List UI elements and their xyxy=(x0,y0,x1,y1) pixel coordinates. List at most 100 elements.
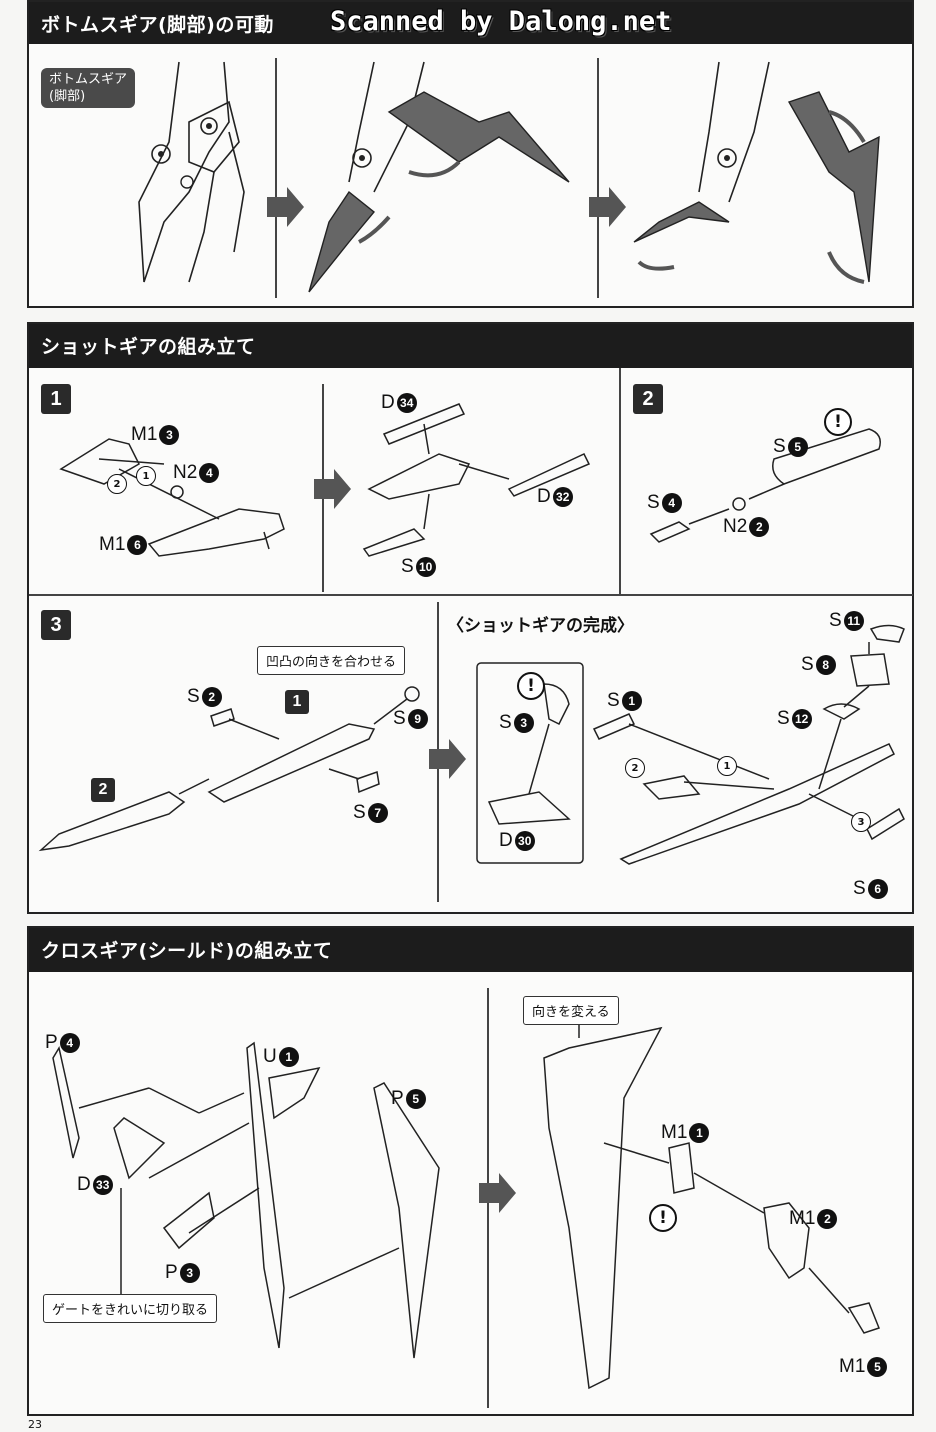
panel-divider xyxy=(619,368,621,594)
part-label-d-30: D 30 xyxy=(499,830,535,852)
part-number: 2 xyxy=(749,517,770,537)
part-letter: D xyxy=(537,486,551,507)
part-number: 34 xyxy=(396,393,417,413)
shot-gear-illustration xyxy=(38,403,905,865)
section-cross-gear: クロスギア(シールド)の組み立て xyxy=(27,926,914,1416)
part-label-s-9: S 9 xyxy=(393,708,428,730)
part-letter: D xyxy=(381,392,395,413)
part-number: 5 xyxy=(405,1089,426,1109)
part-letter: D xyxy=(499,830,513,851)
part-label-s-4: S 4 xyxy=(647,492,682,514)
part-label-d-32: D 32 xyxy=(537,486,573,508)
step-marker-2: 2 xyxy=(107,474,127,494)
step-marker-1: 1 xyxy=(136,466,156,486)
part-letter: S xyxy=(777,708,790,729)
sub-step-1: 1 xyxy=(285,690,309,714)
part-number: 3 xyxy=(179,1263,200,1283)
part-number: 30 xyxy=(514,831,535,851)
part-number: 11 xyxy=(843,611,864,631)
part-number: 6 xyxy=(867,879,888,899)
part-number: 1 xyxy=(621,691,642,711)
part-number: 12 xyxy=(791,709,812,729)
part-label-s-11: S 11 xyxy=(829,610,864,632)
part-label-p-4: P 4 xyxy=(45,1032,80,1054)
part-tag-line2: (脚部) xyxy=(49,89,86,104)
part-label-p-3: P 3 xyxy=(165,1262,200,1284)
part-label-s-1: S 1 xyxy=(607,690,642,712)
part-label-s-10: S 10 xyxy=(401,556,436,578)
align-callout: 凹凸の向きを合わせる xyxy=(257,646,406,675)
part-number: 10 xyxy=(415,557,436,577)
turn-callout: 向きを変える xyxy=(523,996,619,1025)
part-label-s-7: S 7 xyxy=(353,802,388,824)
part-label-s-6: S 6 xyxy=(853,878,888,900)
leg-illustration xyxy=(138,61,880,293)
part-number: 4 xyxy=(199,463,220,483)
panel-divider xyxy=(597,58,599,298)
part-label-s-5: S 5 xyxy=(773,436,808,458)
part-label-n2-4: N2 4 xyxy=(173,462,220,484)
step-badge-3: 3 xyxy=(41,610,71,640)
part-number: 5 xyxy=(867,1357,888,1377)
scan-watermark: Scanned by Dalong.net xyxy=(330,6,672,37)
part-letter: M1 xyxy=(131,424,158,445)
part-letter: S xyxy=(393,708,406,729)
part-label-d-34: D 34 xyxy=(381,392,417,414)
section-title-text: クロスギア(シールド)の組み立て xyxy=(41,940,333,962)
warning-icon: ! xyxy=(824,408,852,436)
part-label-s-3: S 3 xyxy=(499,712,534,734)
part-number: 33 xyxy=(92,1175,113,1195)
part-number: 1 xyxy=(278,1047,299,1067)
step-badge-1: 1 xyxy=(41,384,71,414)
complete-title: 〈ショットギアの完成〉 xyxy=(447,616,634,636)
panel-divider xyxy=(29,594,913,596)
part-tag-line1: ボトムスギア xyxy=(49,72,128,87)
part-letter: S xyxy=(187,686,200,707)
part-label-m1-2: M1 2 xyxy=(789,1208,838,1230)
part-label-u-1: U 1 xyxy=(263,1046,299,1068)
part-letter: S xyxy=(853,878,866,899)
part-label-m1-1: M1 1 xyxy=(661,1122,710,1144)
section-bottoms-gear: ボトムスギア(脚部)の可動 ボトムスギア (脚部) xyxy=(27,0,914,308)
warning-icon: ! xyxy=(517,672,545,700)
gate-callout: ゲートをきれいに切り取る xyxy=(43,1294,218,1323)
section-title: クロスギア(シールド)の組み立て xyxy=(29,928,912,972)
part-letter: S xyxy=(773,436,786,457)
part-label-m1-6: M1 6 xyxy=(99,534,148,556)
warning-icon: ! xyxy=(649,1204,677,1232)
part-label-d-33: D 33 xyxy=(77,1174,113,1196)
step-marker-3: 3 xyxy=(851,812,871,832)
page-number: 23 xyxy=(28,1418,42,1431)
part-label-s-12: S 12 xyxy=(777,708,812,730)
part-number: 2 xyxy=(817,1209,838,1229)
part-number: 4 xyxy=(59,1033,80,1053)
part-letter: M1 xyxy=(789,1208,816,1229)
part-letter: P xyxy=(45,1032,58,1053)
step-badge-2: 2 xyxy=(633,384,663,414)
part-label-m1-3: M1 3 xyxy=(131,424,180,446)
part-letter: S xyxy=(829,610,842,631)
part-number: 3 xyxy=(513,713,534,733)
step-marker-2: 2 xyxy=(625,758,645,778)
part-label-s-2: S 2 xyxy=(187,686,222,708)
step-marker-1: 1 xyxy=(717,756,737,776)
section-shot-gear: ショットギアの組み立て 1 2 3 〈ショットギアの完成〉 凹凸の向きを合わせる xyxy=(27,322,914,914)
part-number: 3 xyxy=(159,425,180,445)
part-letter: S xyxy=(401,556,414,577)
part-letter: P xyxy=(165,1262,178,1283)
section-title: ボトムスギア(脚部)の可動 xyxy=(29,2,912,44)
part-letter: S xyxy=(801,654,814,675)
part-letter: N2 xyxy=(723,516,748,537)
part-number: 32 xyxy=(552,487,573,507)
part-letter: M1 xyxy=(839,1356,866,1377)
shield-illustration xyxy=(48,998,880,1390)
part-label-s-8: S 8 xyxy=(801,654,836,676)
part-letter: D xyxy=(77,1174,91,1195)
section-title: ショットギアの組み立て xyxy=(29,324,912,368)
part-letter: M1 xyxy=(661,1122,688,1143)
part-tag: ボトムスギア (脚部) xyxy=(41,68,136,108)
part-label-n2-2: N2 2 xyxy=(723,516,770,538)
part-number: 4 xyxy=(661,493,682,513)
sub-step-2: 2 xyxy=(91,778,115,802)
part-number: 7 xyxy=(367,803,388,823)
